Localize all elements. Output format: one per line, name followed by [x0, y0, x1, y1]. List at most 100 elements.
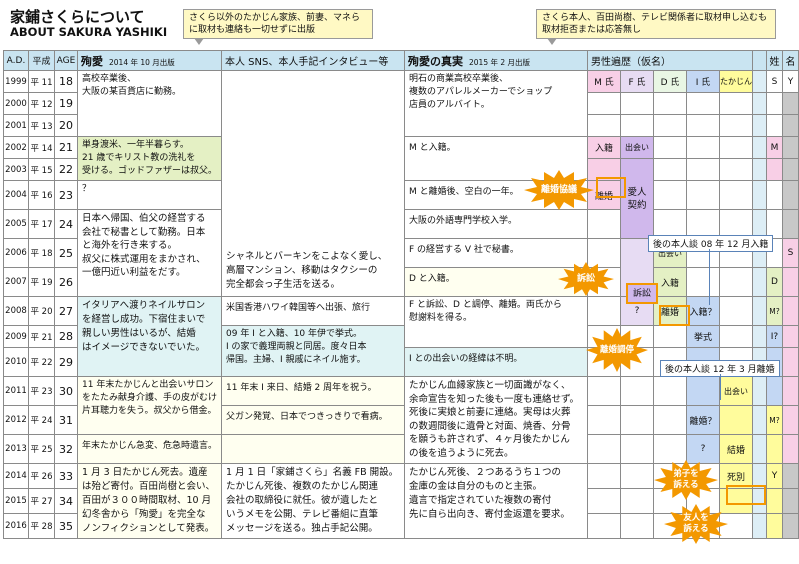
annotation-line-2008 [709, 249, 710, 305]
header-ad: A.D. [3, 50, 29, 71]
sei-cell [766, 92, 783, 115]
men-cell [719, 136, 753, 159]
year-ad: 2005 [3, 209, 29, 239]
t-period-cell [719, 405, 753, 435]
year-age: 29 [54, 347, 78, 377]
rikon-chotei-text: 離婚調停 [599, 344, 634, 355]
year-heisei: 平 14 [28, 136, 55, 159]
spacer-cell [752, 434, 767, 464]
spacer-cell [752, 376, 767, 406]
mei-cell [782, 463, 799, 489]
year-ad: 2008 [3, 296, 29, 326]
mei-cell: Y [782, 70, 799, 93]
year-age: 23 [54, 180, 78, 210]
year-age: 20 [54, 114, 78, 137]
rikon-chotei-burst: 離婚調停 [586, 328, 648, 372]
men-cell [587, 296, 621, 326]
rikon-kyogi-text: 離婚協議 [540, 184, 577, 195]
page-title: 家鋪さくらについて [10, 8, 145, 26]
header-sei: 姓 [766, 50, 783, 71]
spacer-cell [752, 136, 767, 159]
year-ad: 2002 [3, 136, 29, 159]
rikon-chotei-star [586, 328, 648, 372]
spacer-cell [752, 92, 767, 115]
yujin-burst: 友人を 訴える [664, 504, 728, 544]
men-cell [587, 376, 621, 406]
year-heisei: 平 23 [28, 376, 55, 406]
sns-block: 父ガン発覚、日本でつきっきりで看病。 [221, 405, 405, 435]
mei-cell [782, 405, 799, 435]
year-ad: 2012 [3, 405, 29, 435]
i-period-cell [686, 376, 720, 406]
men-name-d: D 氏 [653, 70, 687, 93]
annotation-line-2012 [720, 374, 721, 400]
year-heisei: 平 18 [28, 238, 55, 268]
sei-i-cell: I? [766, 325, 783, 348]
year-heisei: 平 16 [28, 180, 55, 210]
m-rikon-cell: 離婚 [587, 180, 621, 210]
year-ad: 2014 [3, 463, 29, 489]
men-cell [587, 513, 621, 539]
year-age: 27 [54, 296, 78, 326]
men-cell [653, 136, 687, 159]
men-cell [587, 488, 621, 514]
m-rikon-kyogi-cell [587, 158, 621, 181]
rikon-kyogi-burst: 離婚協議 [524, 170, 594, 210]
year-ad: 2009 [3, 325, 29, 348]
men-cell [686, 114, 720, 137]
men-cell [719, 513, 753, 539]
mei-cell [782, 376, 799, 406]
mei-cell [782, 434, 799, 464]
header-mei: 名 [782, 50, 799, 71]
year-age: 30 [54, 376, 78, 406]
mei-cell [782, 92, 799, 115]
year-heisei: 平 15 [28, 158, 55, 181]
sei-cell [766, 434, 783, 464]
year-age: 28 [54, 325, 78, 348]
deshi-burst: 弟子を 訴える [654, 460, 718, 500]
deshi-text: 弟子を 訴える [673, 469, 699, 490]
spacer-cell [752, 114, 767, 137]
sei-m2-cell: M? [766, 296, 783, 326]
year-age: 32 [54, 434, 78, 464]
rikon-kyogi-star [524, 170, 594, 210]
year-age: 24 [54, 209, 78, 239]
sns-block: 1 月 1 日「家鋪さくら」名義 FB 開設。 たかじん死後、複数のたかじん関連… [221, 463, 405, 539]
men-cell [653, 114, 687, 137]
men-cell [620, 488, 654, 514]
year-age: 25 [54, 238, 78, 268]
year-heisei: 平 22 [28, 347, 55, 377]
t-kekkon-cell: 結婚 [719, 434, 753, 464]
t-deai-cell: 出会い [719, 376, 753, 406]
sns-block: 米国香港ハワイ韓国等へ出張、旅行 [221, 296, 405, 326]
m-nyuseki-cell: 入籍 [587, 136, 621, 159]
men-name-i: I 氏 [686, 70, 720, 93]
header-heisei: 平成 [28, 50, 55, 71]
men-cell [620, 513, 654, 539]
spacer-cell [752, 70, 767, 93]
junai-block: 1 月 3 日たかじん死去。遺産 は殆ど寄付。百田尚樹と会い、 百田が３００時間… [77, 463, 222, 539]
shinjitsu-block: I との出会いの経緯は不明。 [404, 347, 588, 377]
junai-block: 日本へ帰国、伯父の経営する 会社で秘書として勤務。日本 と海外を行き来する。 叔… [77, 209, 222, 297]
note-callout-left: さくら以外のたかじん家族、前妻、マネらに取材も連絡も一切せずに出版 [183, 9, 373, 45]
mei-cell [782, 180, 799, 210]
header-sp [752, 50, 767, 71]
header-sns: 本人 SNS、本人手記インタビュー等 [221, 50, 405, 71]
junai-block: 年末たかじん急変、危急時遺言。 [77, 434, 222, 464]
spacer-cell [752, 325, 767, 348]
men-name-m: M 氏 [587, 70, 621, 93]
year-age: 31 [54, 405, 78, 435]
men-cell [653, 158, 687, 181]
sei-d-cell: D [766, 267, 783, 297]
men-cell [653, 209, 687, 239]
men-cell [620, 114, 654, 137]
shinjitsu-block: F と訴訟、D と調停、離婚。両氏から 慰謝料を得る。 [404, 296, 588, 348]
sei-cell [766, 158, 783, 181]
men-cell [620, 434, 654, 464]
men-cell [719, 92, 753, 115]
i-kyoshiki-cell: 挙式 [686, 325, 720, 348]
junai-block: イタリアへ渡りネイルサロン を経営し成功。下宿住まいで 親しい男性はいるが、結婚… [77, 296, 222, 377]
men-cell [620, 405, 654, 435]
